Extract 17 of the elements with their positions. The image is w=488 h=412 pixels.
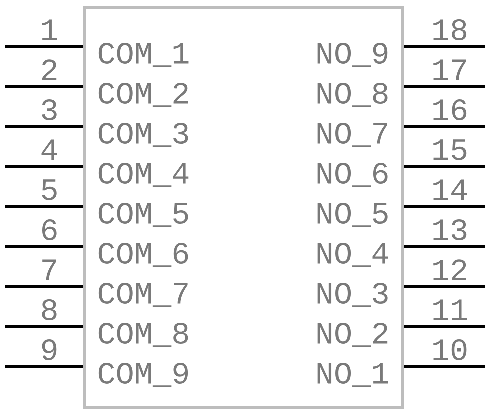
pin-number: 12	[434, 260, 466, 280]
pin-number: 7	[42, 260, 56, 280]
component-body: COM_1 COM_2 COM_3 COM_4 COM_5 COM_6 COM_7 COM_8 COM_9 NO_9 NO_8 NO_7 NO_6 NO_5 NO_4 NO_3 NO_2 NO_1	[84, 6, 404, 410]
pin-number: 6	[42, 219, 57, 240]
pin-number: 13	[434, 219, 467, 240]
pin-number: 14	[434, 180, 468, 200]
pin-number: 2	[42, 60, 57, 80]
pin-number: 11	[434, 300, 468, 320]
pin-number: 18	[434, 19, 467, 41]
pin-number: 17	[434, 60, 466, 80]
pin-number: 3	[42, 99, 57, 120]
pin-number: 5	[42, 180, 57, 200]
pin-number: 16	[434, 99, 467, 120]
pin-number: 15	[434, 140, 467, 160]
pin-number: 9	[42, 339, 57, 360]
pin-number: 8	[42, 299, 57, 320]
pin-number: 10	[434, 339, 467, 360]
